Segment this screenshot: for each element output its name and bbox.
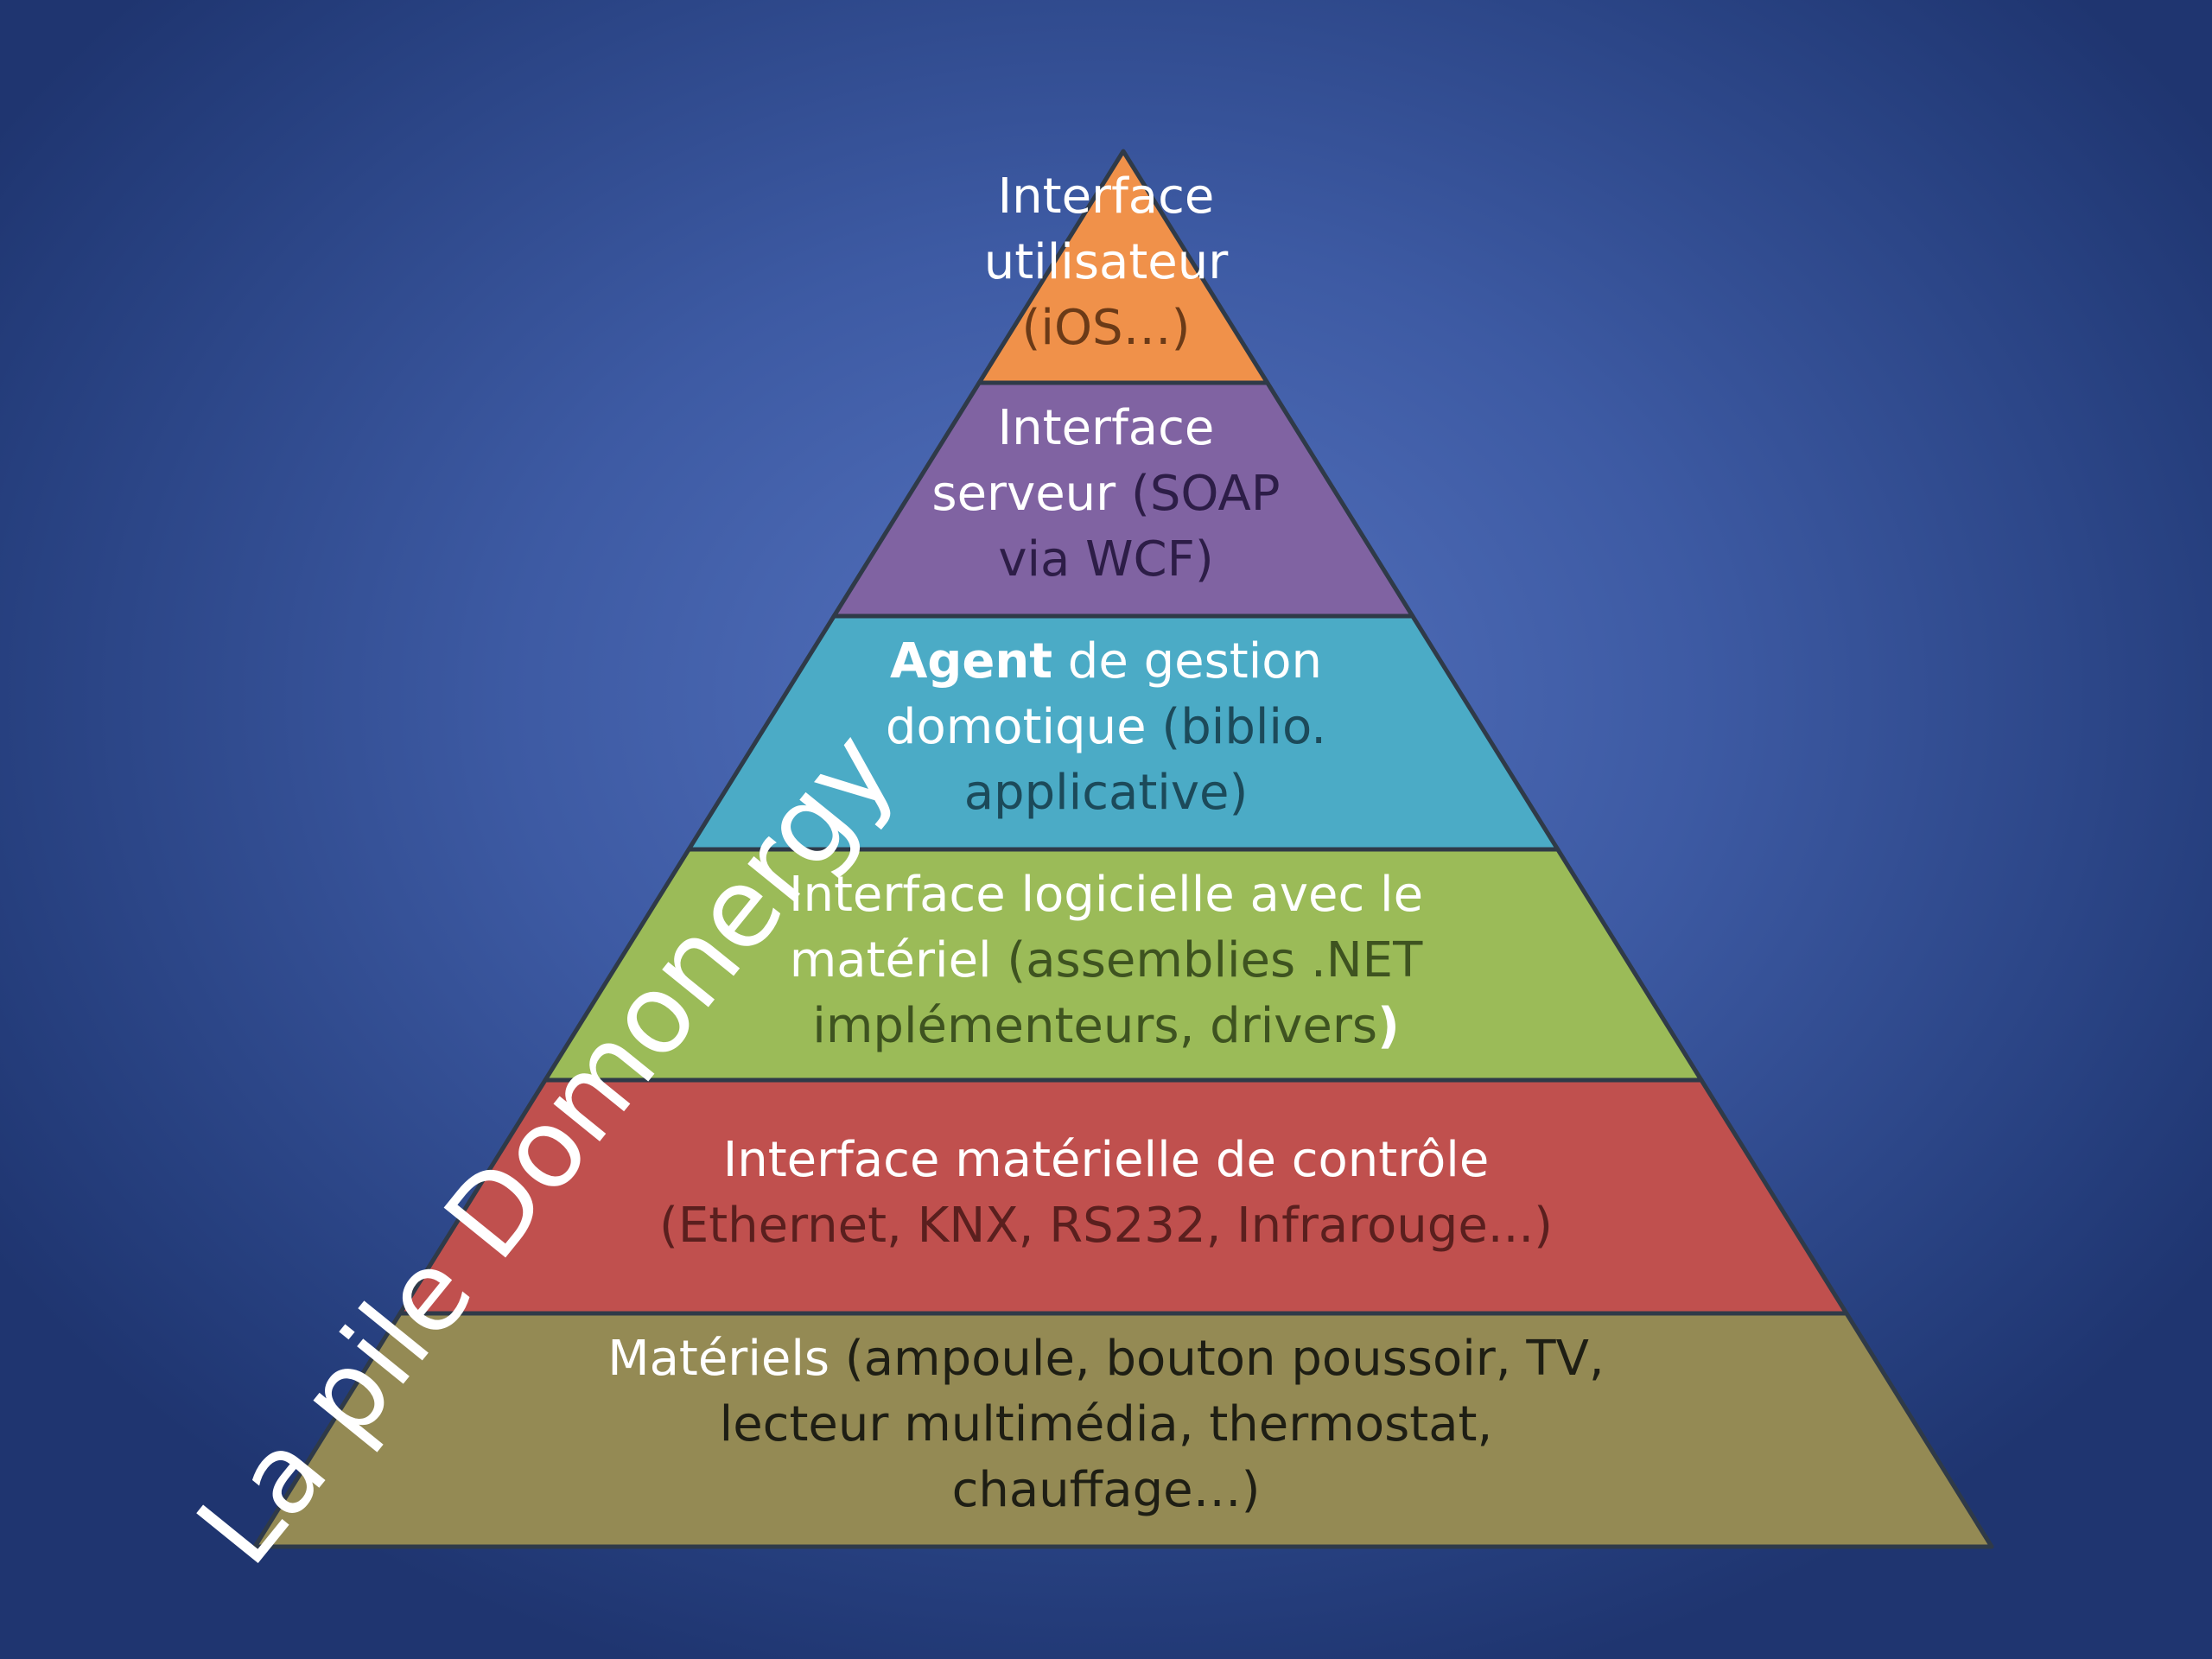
layer-text-segment: de gestion [1052,633,1323,690]
layer-label-line: domotique (biblio. [0,695,2212,760]
layer-text-segment: utilisateur [983,234,1229,290]
layer-text-segment: serveur [931,466,1131,522]
layer-label-line: lecteur multimédia, thermostat, [0,1392,2212,1458]
layer-label-line: implémenteurs, drivers) [0,994,2212,1059]
layer-text-segment: (Ethernet, KNX, RS232, Infrarouge...) [658,1198,1554,1254]
layer-text-segment: (assemblies .NET [1007,932,1423,988]
layer-text-segment: (SOAP [1130,466,1281,522]
layer-label-line: chauffage…) [0,1458,2212,1523]
layer-text-segment: Interface logicielle avec le [788,867,1424,923]
layer-label-line: Interface matérielle de contrôle [0,1128,2212,1193]
pyramid-layer-hardware [252,1311,1994,1549]
layer-text-segment: via WCF) [998,531,1214,588]
layer-text-segment: Interface matérielle de contrôle [722,1132,1490,1188]
layer-label-line: (Ethernet, KNX, RS232, Infrarouge...) [0,1193,2212,1259]
layer-text-segment: Matériels [607,1331,845,1387]
layer-text-segment: Agent [889,633,1052,690]
layer-label-line: Interface [0,396,2212,461]
layer-text-segment: (ampoule, bouton poussoir, TV, [844,1331,1605,1387]
layer-text-segment: Interface [997,168,1215,225]
layer-text-segment: chauffage…) [951,1462,1261,1518]
layer-label-hardware: Matériels (ampoule, bouton poussoir, TV,… [0,1326,2212,1523]
layer-text-segment: implémenteurs, drivers [812,998,1378,1054]
layer-text-segment: applicative) [963,765,1249,821]
layer-label-line: Interface logicielle avec le [0,862,2212,928]
layer-text-segment: lecteur multimédia, thermostat, [719,1396,1493,1452]
layer-label-line: via WCF) [0,527,2212,593]
layer-label-line: serveur (SOAP [0,461,2212,527]
layer-text-segment: Interface [997,400,1215,456]
layer-text-segment: domotique [885,699,1162,755]
layer-text-segment: matériel [789,932,1007,988]
layer-label-line: applicative) [0,760,2212,826]
layer-label-hardware-control-interface: Interface matérielle de contrôle (Etherne… [0,1128,2212,1259]
layer-label-line: Interface [0,164,2212,230]
layer-label-line: utilisateur [0,230,2212,296]
layer-text-segment: (iOS…) [1021,300,1191,356]
layer-label-line: Matériels (ampoule, bouton poussoir, TV, [0,1326,2212,1392]
layer-text-segment: ) [1377,998,1400,1054]
layer-text-segment: (biblio. [1161,699,1327,755]
layer-label-line: (iOS…) [0,296,2212,361]
layer-label-line: Agent de gestion [0,629,2212,695]
layer-label-line: matériel (assemblies .NET [0,928,2212,994]
layer-label-user-interface: Interface utilisateur (iOS…) [0,164,2212,361]
